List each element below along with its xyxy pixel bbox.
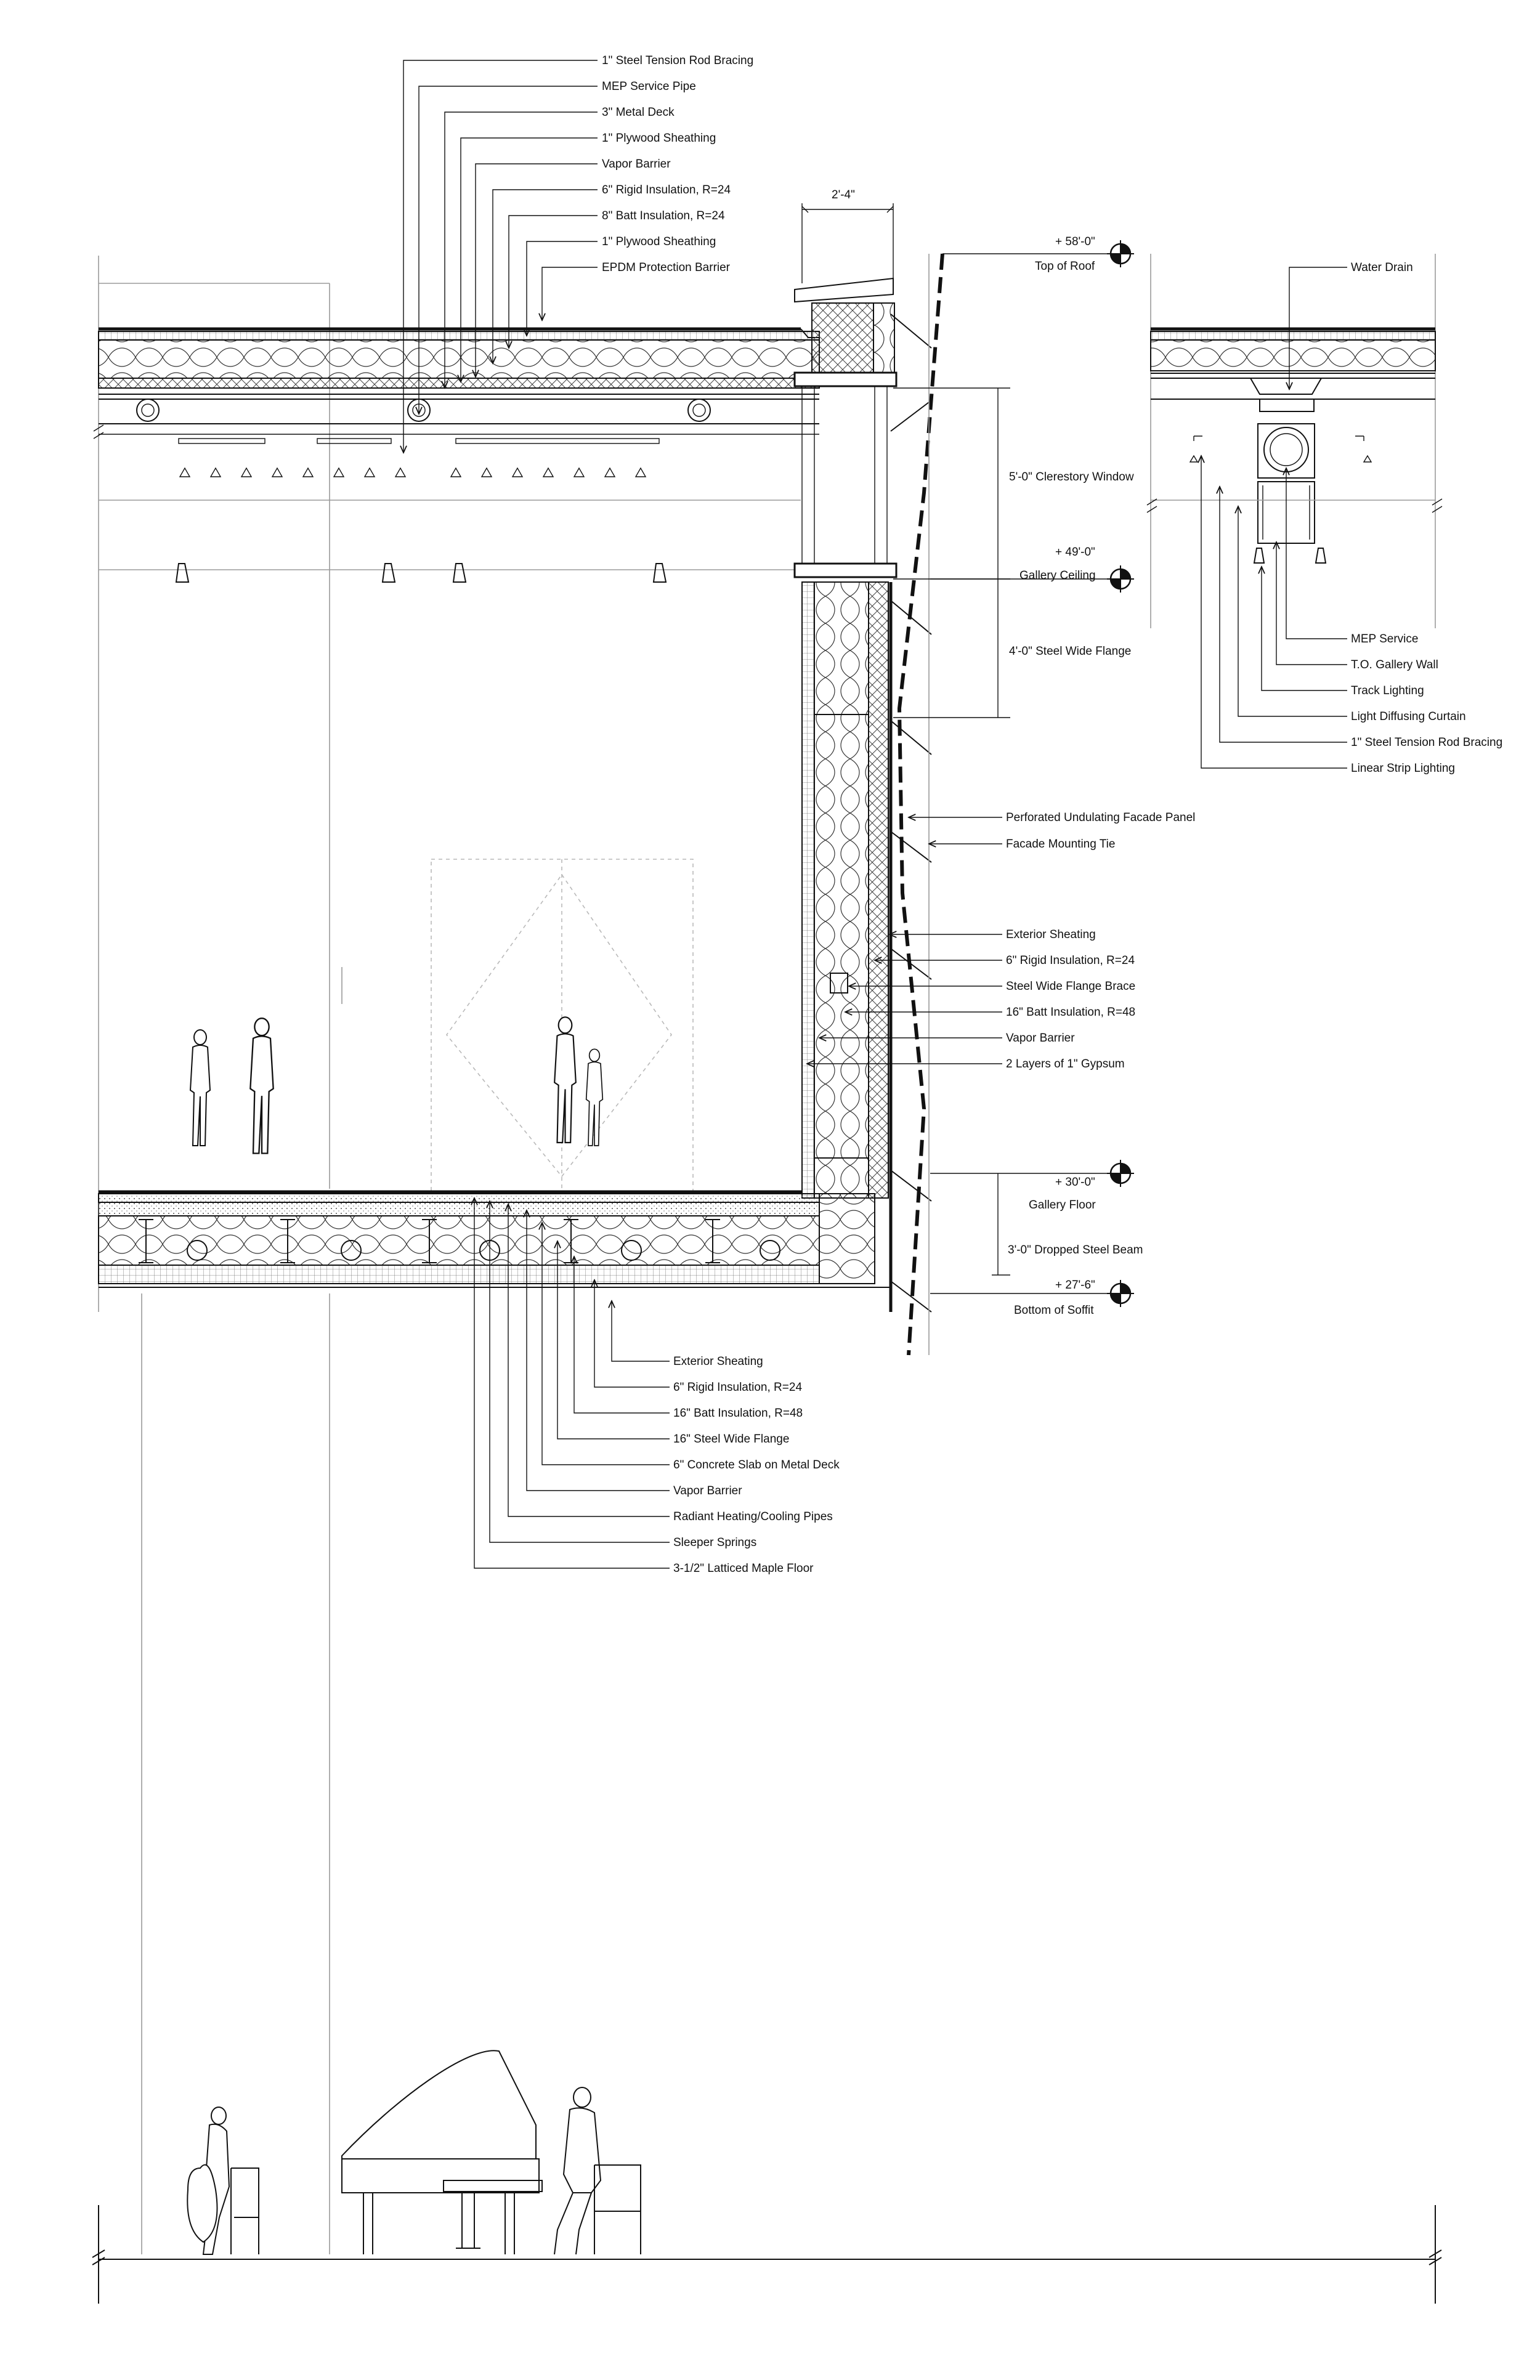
detail-callout: T.O. Gallery Wall [1351,658,1438,671]
leader-line [1220,487,1347,743]
person-silhouette-icon [249,1017,275,1155]
gallery-ceiling-elevation: + 49'-0" [1055,546,1095,559]
callout-labels: 1" Steel Tension Rod Bracing MEP Service… [602,54,1502,1575]
floor-beams [139,1219,720,1263]
top-of-roof-label: Top of Roof [1035,260,1095,273]
floor-callout: Sleeper Springs [673,1536,756,1549]
detail-callout: MEP Service [1351,633,1418,646]
leader-line [1262,567,1347,691]
perforated-facade-panel [897,253,944,1356]
gallery-interior [189,859,694,1192]
wall-callout: 2 Layers of 1" Gypsum [1006,1058,1125,1071]
bottom-of-soffit-elevation: + 27'-6" [1055,1279,1095,1292]
roof-callout: 6" Rigid Insulation, R=24 [602,184,731,196]
gallery-floor-elevation: + 30'-0" [1055,1176,1095,1189]
leader-line [574,1257,670,1414]
facade-callout: Facade Mounting Tie [1006,838,1115,851]
leader-line [445,111,598,388]
detail-callout: Light Diffusing Curtain [1351,710,1466,723]
leader-line [1289,267,1347,389]
roof-callout: 8" Batt Insulation, R=24 [602,209,725,222]
level-datum-icon [1107,1280,1134,1307]
leader-line [509,215,598,348]
gallery-ceiling-label: Gallery Ceiling [1019,569,1096,582]
leader-line [419,86,598,414]
floor-callout: Vapor Barrier [673,1484,742,1497]
parapet-and-wall [793,253,944,1356]
person-silhouette-icon [553,1016,577,1144]
clerestory-dimension: 5'-0" Clerestory Window [1009,471,1134,484]
wall-callout: Vapor Barrier [1006,1032,1075,1045]
leader-line [1276,542,1347,665]
level-datum-icon [1107,240,1134,267]
gallery-floor-label: Gallery Floor [1029,1199,1096,1212]
detail-callout: Track Lighting [1351,684,1424,697]
leader-line [474,1198,670,1569]
parapet-dimension: 2'-4" [832,188,855,201]
wall-callout: 16" Batt Insulation, R=48 [1006,1006,1135,1019]
floor-assembly [98,1190,891,1288]
roof-drain-detail [1146,254,1443,628]
detail-callout: 1" Steel Tension Rod Bracing [1351,736,1502,749]
dropped-beam-dimension: 3'-0" Dropped Steel Beam [1008,1244,1143,1257]
level-datum-icon [1107,1160,1134,1187]
leader-line [461,137,598,382]
floor-callout: 16" Steel Wide Flange [673,1433,789,1446]
cellist-icon [187,2107,259,2255]
leader-line [594,1280,670,1388]
leader-line [542,1223,670,1465]
leader-line [1238,506,1347,717]
wall-callout: Exterior Sheating [1006,928,1096,941]
roof-callout: MEP Service Pipe [602,80,696,93]
roof-callout: 1" Steel Tension Rod Bracing [602,54,753,67]
leader-line [476,163,598,377]
track-lights [175,563,667,583]
leader-line [527,241,598,336]
leader-line [403,60,598,453]
roof-assembly [93,256,820,1312]
pianist-icon [554,2087,641,2255]
wall-callout: Steel Wide Flange Brace [1006,980,1135,993]
top-of-roof-elevation: + 58'-0" [1055,235,1095,248]
leader-line [508,1204,670,1517]
leader-lines [403,60,1347,1569]
roof-callout: 1" Plywood Sheathing [602,132,716,145]
detail-callout: Water Drain [1351,261,1413,274]
roof-callout: 1" Plywood Sheathing [602,235,716,248]
mep-pipes [136,399,711,422]
person-silhouette-icon [585,1048,604,1147]
roof-callout: Vapor Barrier [602,158,671,171]
person-silhouette-icon [189,1029,211,1147]
floor-callout: 6" Concrete Slab on Metal Deck [673,1459,840,1471]
dimension-lines [801,203,1121,1294]
roof-callout: 3" Metal Deck [602,106,675,119]
floor-callout: 16" Batt Insulation, R=48 [673,1407,803,1420]
floor-callout: 3-1/2" Latticed Maple Floor [673,1562,814,1575]
leader-line [542,267,598,320]
leader-line [527,1210,670,1491]
leader-line [612,1301,670,1362]
level-datum-icon [1107,565,1134,593]
facade-callout: Perforated Undulating Facade Panel [1006,811,1195,824]
leader-line [557,1241,670,1439]
floor-callout: 6" Rigid Insulation, R=24 [673,1381,802,1394]
grand-piano-icon [341,2050,543,2254]
leader-line [1201,456,1347,769]
detail-callout: Linear Strip Lighting [1351,762,1455,775]
light-fixtures [178,438,660,477]
wall-callout: 6" Rigid Insulation, R=24 [1006,954,1135,967]
leader-line [1286,468,1347,639]
wide-flange-dimension: 4'-0" Steel Wide Flange [1009,645,1131,658]
lower-hall [92,1293,1442,2304]
floor-callout: Radiant Heating/Cooling Pipes [673,1510,833,1523]
roof-callout: EPDM Protection Barrier [602,261,731,274]
leader-line [493,189,598,363]
bottom-of-soffit-label: Bottom of Soffit [1014,1304,1094,1317]
floor-callout: Exterior Sheating [673,1355,763,1368]
leader-line [490,1201,670,1543]
